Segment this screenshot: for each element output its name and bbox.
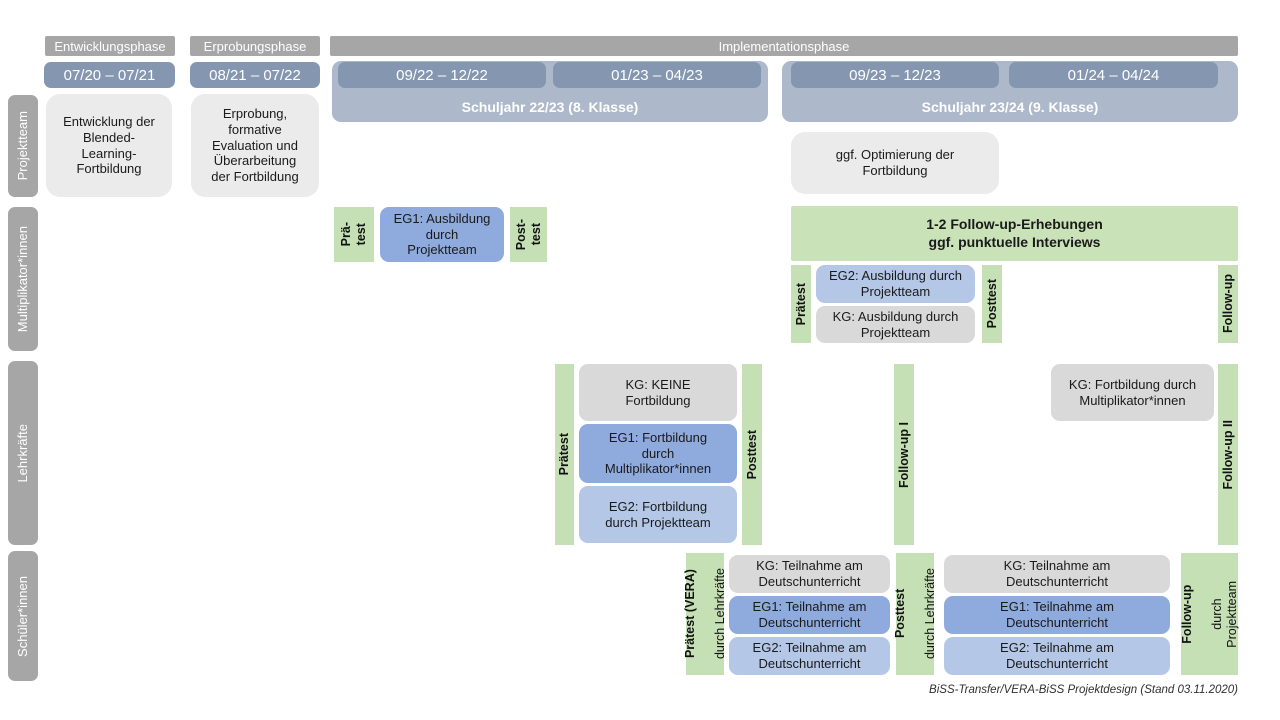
row-label-projektteam: Projektteam [8,95,38,197]
box-eg2-deutschunterricht-2: EG2: Teilnahme am Deutschunterricht [944,637,1170,675]
date-bar-0821-0722: 08/21 – 07/22 [190,62,320,88]
vbar-posttest-lehrkraefte: Posttest [742,364,762,545]
schoolyear-label-22-23: Schuljahr 22/23 (8. Klasse) [461,99,639,115]
date-bar-0923-1223: 09/23 – 12/23 [791,62,999,88]
vbar-posttest-lehrkraefte-text: Posttest [744,429,759,480]
vbar-praetest-multiplikatoren: Prä- test [334,207,374,262]
box-eg2-fortbildung-projektteam: EG2: Fortbildung durch Projektteam [579,486,737,543]
date-bar-0720-0721: 07/20 – 07/21 [44,62,175,88]
row-label-lehrkraefte: Lehrkräfte [8,361,38,545]
date-bar-0123-0423: 01/23 – 04/23 [553,62,761,88]
vbar-followup-schueler-text: Follow-up durch Projektteam [1165,581,1255,648]
diagram-caption: BiSS-Transfer/VERA-BiSS Projektdesign (S… [929,684,1238,696]
row-label-lehrkraefte-text: Lehrkräfte [15,423,31,483]
vbar-followup2-lehrkraefte: Follow-up II [1218,364,1238,545]
row-label-multiplikatoren: Multiplikator*innen [8,207,38,351]
box-eg1-deutschunterricht-2: EG1: Teilnahme am Deutschunterricht [944,596,1170,634]
box-eg1-deutschunterricht-1: EG1: Teilnahme am Deutschunterricht [729,596,890,634]
box-eg1-fortbildung-multiplikatoren: EG1: Fortbildung durch Multiplikator*inn… [579,424,737,483]
vbar-praetest2-multiplikatoren: Prätest [791,265,811,343]
row-label-projektteam-text: Projektteam [15,111,31,181]
box-eg2-deutschunterricht-1: EG2: Teilnahme am Deutschunterricht [729,637,890,675]
followup-sub: durch Projektteam [1209,580,1239,648]
vbar-posttest-multiplikatoren-text: Post- test [513,218,543,251]
box-kg-deutschunterricht-2: KG: Teilnahme am Deutschunterricht [944,555,1170,593]
vbar-praetest-lehrkraefte-text: Prätest [557,433,571,476]
date-bar-0124-0424: 01/24 – 04/24 [1009,62,1218,88]
vbar-followup2-lehrkraefte-text: Follow-up II [1220,419,1235,490]
vbar-followup-schueler: Follow-up durch Projektteam [1180,553,1239,675]
posttest-sub: durch Lehrkräfte [922,568,937,660]
box-kg-ausbildung-projektteam: KG: Ausbildung durch Projektteam [816,306,975,343]
vbar-praetest-vera-schueler: Prätest (VERA) durch Lehrkräfte [682,553,727,675]
box-entwicklung-fortbildung: Entwicklung der Blended- Learning- Fortb… [46,94,172,197]
vbar-followup-multiplikatoren: Follow-up [1218,265,1238,343]
vbar-praetest2-multiplikatoren-text: Prätest [793,282,808,326]
date-bar-0922-1222: 09/22 – 12/22 [338,62,546,88]
phase-header-erprobung: Erprobungsphase [190,36,320,56]
vbar-posttest-schueler: Posttest durch Lehrkräfte [893,553,937,675]
box-followup-erhebungen: 1-2 Follow-up-Erhebungen ggf. punktuelle… [791,206,1238,261]
row-label-schueler: Schüler*innen [8,551,38,681]
praetest-vera-bold: Prätest (VERA) [682,569,697,659]
box-kg-keine-fortbildung: KG: KEINE Fortbildung [579,364,737,421]
vbar-praetest-lehrkraefte: Prätest [555,364,574,545]
phase-header-entwicklung: Entwicklungsphase [45,36,175,56]
row-label-schueler-text: Schüler*innen [15,575,31,657]
vbar-followup1-lehrkraefte: Follow-up I [894,364,914,545]
praetest-vera-sub: durch Lehrkräfte [712,568,727,660]
vbar-posttest-schueler-text: Posttest durch Lehrkräfte [878,568,953,659]
followup-bold: Follow-up [1179,584,1194,644]
box-optimierung-fortbildung: ggf. Optimierung der Fortbildung [791,132,999,194]
box-kg-fortbildung-multiplikatoren: KG: Fortbildung durch Multiplikator*inne… [1051,364,1214,421]
vbar-posttest2-multiplikatoren: Posttest [982,265,1002,343]
vbar-followup1-lehrkraefte-text: Follow-up I [896,421,911,488]
row-label-multiplikatoren-text: Multiplikator*innen [15,225,31,333]
vbar-followup-multiplikatoren-text: Follow-up [1220,274,1235,334]
box-kg-deutschunterricht-1: KG: Teilnahme am Deutschunterricht [729,555,890,593]
box-eg2-ausbildung-projektteam: EG2: Ausbildung durch Projektteam [816,265,975,303]
posttest-bold: Posttest [892,589,907,639]
box-erprobung-evaluation: Erprobung, formative Evaluation und Über… [191,94,319,197]
vbar-praetest-multiplikatoren-text: Prä- test [339,222,368,247]
vbar-posttest2-multiplikatoren-text: Posttest [984,279,999,329]
vbar-posttest-multiplikatoren: Post- test [510,207,547,262]
phase-header-implementation: Implementationsphase [330,36,1238,56]
box-eg1-ausbildung-projektteam: EG1: Ausbildung durch Projektteam [380,207,504,262]
schoolyear-label-23-24: Schuljahr 23/24 (9. Klasse) [921,99,1099,115]
